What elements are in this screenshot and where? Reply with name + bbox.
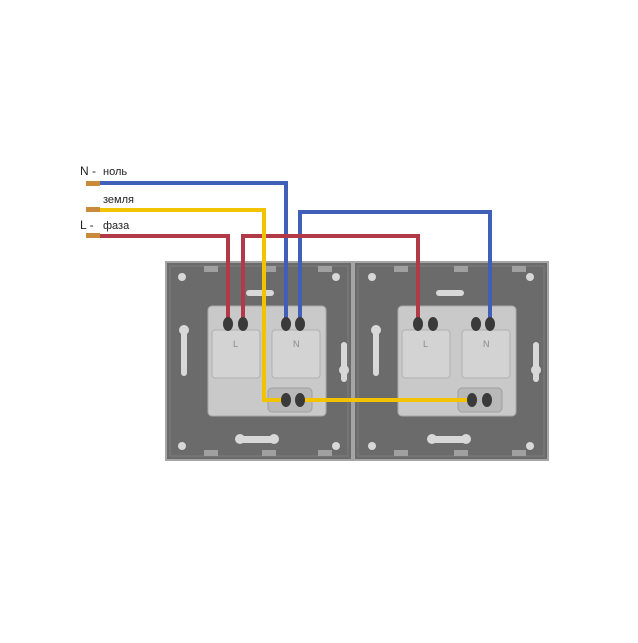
right-n-terminals (471, 317, 495, 331)
left-earth-terminals (281, 393, 305, 407)
left-l-terminals (223, 317, 248, 331)
right-socket-mechanism: L N (397, 305, 517, 417)
neutral-wire-end (86, 181, 100, 186)
right-l-terminals (413, 317, 438, 331)
phase-wire-jumper (241, 234, 420, 324)
neutral-wire-jumper (298, 210, 492, 324)
wire-ends (86, 181, 100, 238)
phase-wire-main (100, 234, 230, 324)
left-socket-terminal-l-label: L (233, 339, 238, 349)
earth-label: земля (103, 194, 134, 206)
right-socket-terminal-n-label: N (483, 339, 490, 349)
earth-wire-main (100, 208, 286, 402)
neutral-label: ноль (103, 166, 128, 178)
phase-label: фаза (103, 220, 130, 232)
left-n-terminals (281, 317, 305, 331)
left-socket-terminal-n-label: N (293, 339, 300, 349)
neutral-wire-main (100, 181, 288, 324)
earth-wire-end (86, 207, 100, 212)
phase-mark-label: L - (80, 218, 94, 232)
neutral-mark-label: N - (80, 164, 96, 178)
phase-wire-end (86, 233, 100, 238)
left-socket-mechanism: L N (207, 305, 327, 417)
wires (100, 181, 492, 402)
right-socket-terminal-l-label: L (423, 339, 428, 349)
terminals (223, 317, 495, 407)
right-earth-terminals (467, 393, 492, 407)
